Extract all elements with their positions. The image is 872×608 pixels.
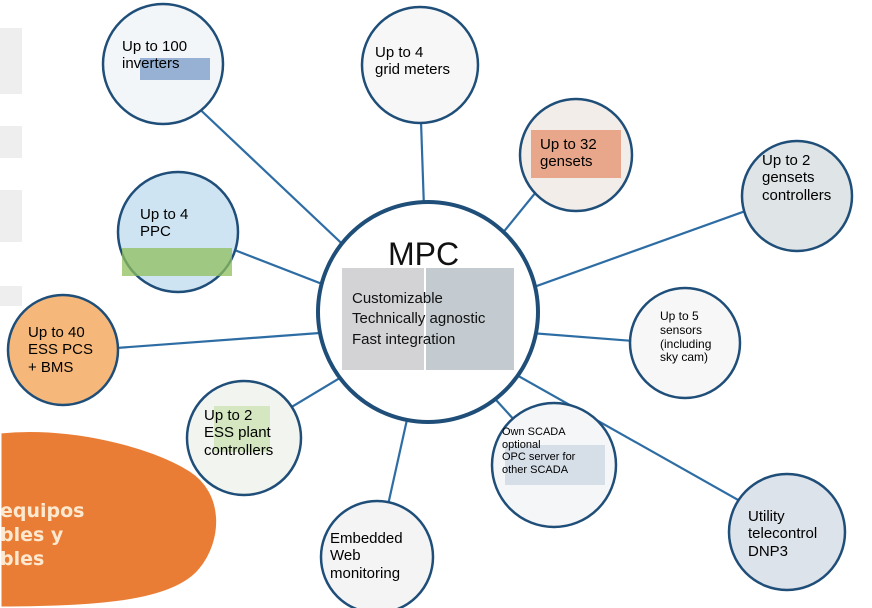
- node-circle-genset-controllers: [740, 139, 854, 253]
- node-label-genset-controllers: Up to 2 gensets controllers: [762, 152, 832, 204]
- blob-label: equipos bles y bles: [0, 500, 85, 570]
- node-label-ess-plant: Up to 2 ESS plant controllers: [204, 407, 274, 459]
- node-label-gensets: Up to 32 gensets: [540, 136, 597, 171]
- node-label-sensors: Up to 5 sensors (including sky cam): [660, 309, 712, 365]
- node-label-ppc: Up to 4 PPC: [140, 206, 189, 241]
- node-circle-scada: [490, 401, 618, 529]
- node-circle-ess-pcs: [6, 293, 120, 407]
- hub-title: MPC: [388, 236, 460, 272]
- sidebar-tab[interactable]: [0, 126, 22, 158]
- node-label-scada: Own SCADA optional OPC server for other …: [502, 426, 576, 476]
- sidebar-tab[interactable]: [0, 28, 22, 94]
- hub-panel-right: [426, 268, 514, 370]
- node-circle-web: [319, 499, 435, 608]
- node-label-grid-meters: Up to 4 grid meters: [375, 44, 451, 79]
- node-circle-telecontrol: [727, 472, 847, 592]
- node-label-ess-pcs: Up to 40 ESS PCS + BMS: [28, 324, 94, 376]
- node-circle-sensors: [628, 286, 742, 400]
- sidebar-tab[interactable]: [0, 190, 22, 242]
- hub-panel-left: [342, 268, 424, 370]
- sidebar-tab[interactable]: [0, 286, 22, 306]
- node-circle-grid-meters: [360, 5, 480, 125]
- node-label-telecontrol: Utility telecontrol DNP3: [748, 508, 818, 560]
- node-label-inverters: Up to 100 inverters: [122, 38, 188, 73]
- node-circle-ess-plant: [185, 379, 303, 497]
- hub-features: Customizable Technically agnostic Fast i…: [352, 290, 486, 348]
- highlight-blob: [0, 429, 220, 608]
- node-label-web: Embedded Web monitoring: [330, 530, 403, 582]
